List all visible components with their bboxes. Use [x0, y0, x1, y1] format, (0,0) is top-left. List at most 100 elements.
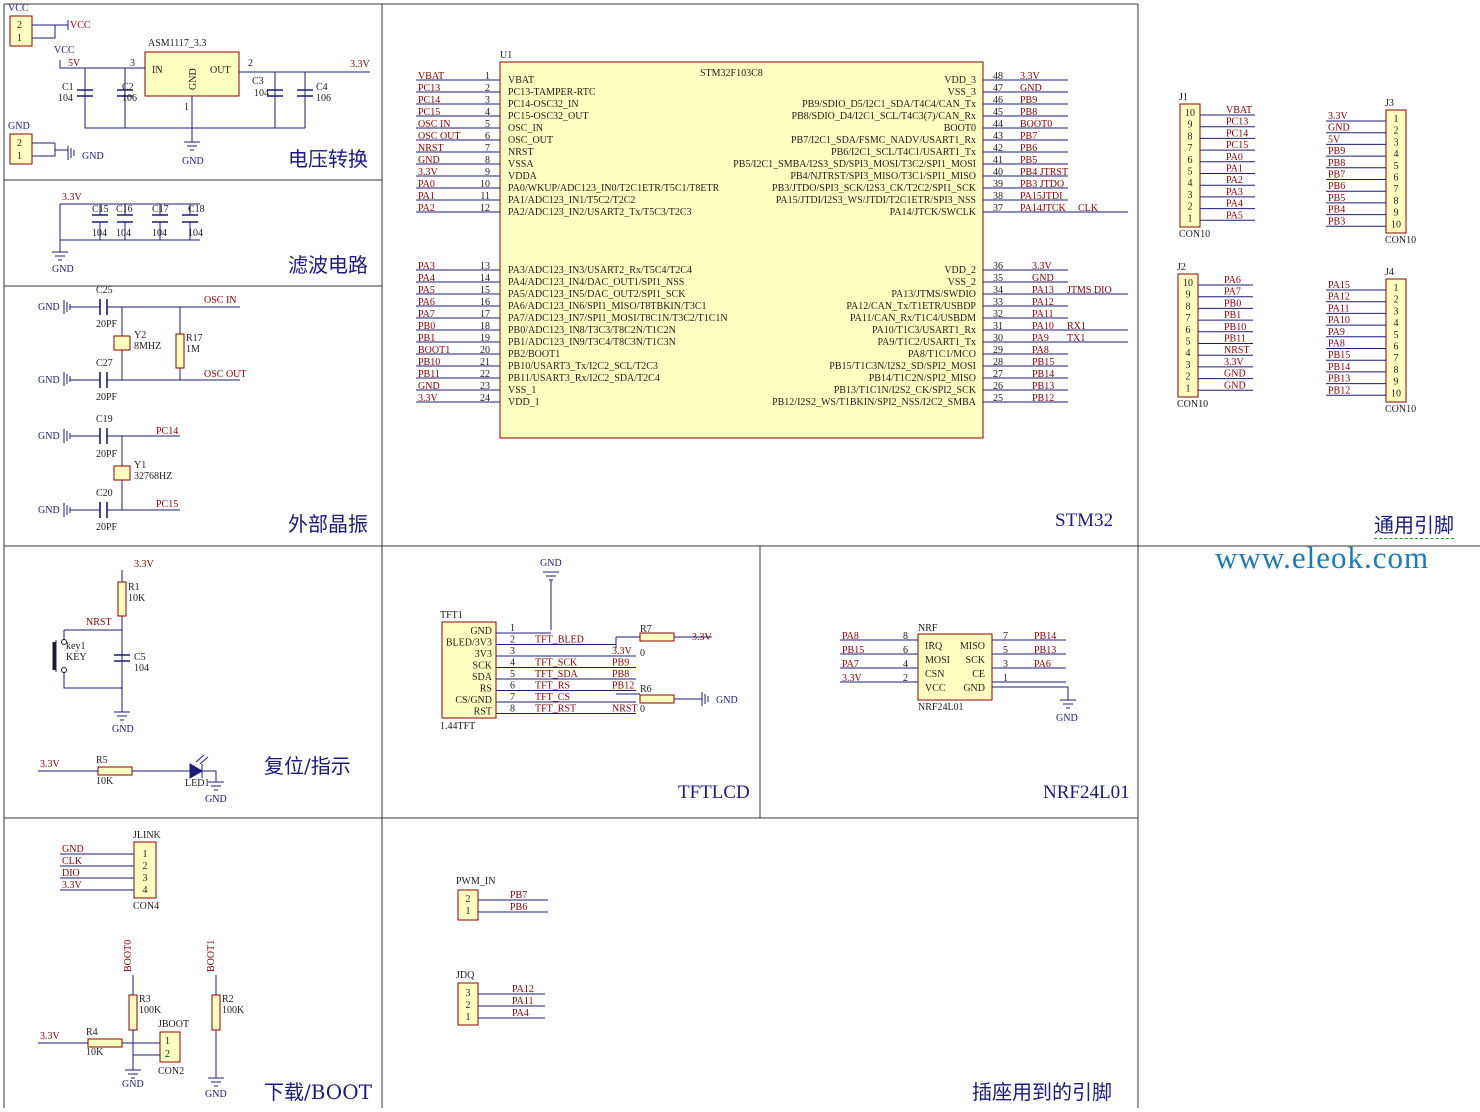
tft-net-7: TFT_CS [535, 692, 570, 703]
c17-ref: C17 [152, 204, 169, 215]
c3-ref: C3 [252, 76, 264, 87]
mcu-pin-number-46: 46 [993, 95, 1003, 106]
mcu-pin-function-39: PB3/JTDO/SPI3_SCK/I2S3_CK/T2C2/SPI1_SCK [772, 183, 977, 194]
svg-text:1: 1 [17, 151, 22, 162]
j2-pin-10: 10 [1183, 278, 1193, 289]
jlink-pin-4: 4 [143, 885, 148, 896]
power-out-label: 3.3V [350, 59, 371, 70]
j4-pin-10: 10 [1391, 388, 1401, 399]
mcu-net-43: PB7 [1020, 131, 1037, 142]
mcu-pin-number-1: 1 [485, 71, 490, 82]
panel-title-boot: 下载/BOOT [264, 1080, 372, 1104]
mcu-net-13: PA3 [418, 261, 435, 272]
j1-net-6: PA1 [1226, 164, 1243, 175]
regulator-part: ASM1117_3.3 [148, 38, 206, 49]
tft-pin-number-5: 5 [510, 669, 515, 680]
mcu-pin-function-22: PB11/USART3_Rx/I2C2_SDA/T2C4 [508, 373, 660, 384]
mcu-pin-number-26: 26 [993, 381, 1003, 392]
mcu-pin-function-42: PB6/I2C1_SCL/T4C1/USART1_Tx [831, 147, 976, 158]
j1-pin-1: 1 [1188, 213, 1193, 224]
header-j4: J4CON101PA152PA123PA114PA105PA96PA87PB15… [1326, 267, 1416, 415]
mcu-pin-number-32: 32 [993, 309, 1003, 320]
c16-value: 104 [116, 228, 131, 239]
tft-pin-number-1: 1 [510, 623, 515, 634]
mcu-pin-function-40: PB4/NJTRST/SPI3_MISO/T3C1/SPI1_MISO [790, 171, 976, 182]
nrf-pin-number-7: 7 [1003, 631, 1008, 642]
mcu-pin-function-7: NRST [508, 147, 534, 158]
j4-net-3: PA11 [1328, 303, 1350, 314]
y2-ref: Y2 [134, 330, 146, 341]
mcu-net-33: PA12 [1032, 297, 1054, 308]
j2-pin-7: 7 [1186, 313, 1191, 324]
jlink-pin-2: 2 [143, 861, 148, 872]
pwm-body [457, 889, 479, 921]
mcu-net-27: PB14 [1032, 369, 1054, 380]
pwm-pin-1: 1 [466, 906, 471, 917]
jlink-pin-3: 3 [143, 873, 148, 884]
boot0-label: BOOT0 [123, 940, 134, 972]
v5-label: 5V [68, 58, 81, 69]
nrf-pin-name-3: CE [972, 669, 985, 680]
c17-value: 104 [152, 228, 167, 239]
mcu-net-22: PB11 [418, 369, 440, 380]
mcu-pin-number-20: 20 [480, 345, 490, 356]
mcu-pin-function-34: PA13/JTMS/SWDIO [891, 289, 976, 300]
r4-value: 10K [86, 1047, 104, 1058]
j3-pin-3: 3 [1394, 137, 1399, 148]
j3-net-9: PB4 [1328, 205, 1345, 216]
mcu-pin-number-19: 19 [480, 333, 490, 344]
boot-gnd2-label: GND [205, 1089, 227, 1100]
j1-pin-3: 3 [1188, 190, 1193, 201]
mcu-pin-number-34: 34 [993, 285, 1003, 296]
nrf-gnd-label: GND [1056, 713, 1078, 724]
vcc2-label: VCC [54, 45, 75, 56]
mcu-pin-number-15: 15 [480, 285, 490, 296]
j2-part: CON10 [1177, 399, 1208, 410]
mcu-pin-function-36: VDD_2 [944, 265, 976, 276]
j4-net-10: PB12 [1328, 385, 1350, 396]
mcu-pin-function-6: OSC_OUT [508, 135, 553, 146]
mcu-pin-function-17: PA7/ADC123_IN7/SPI1_MOSI/T8C1N/T3C2/T1C1… [508, 313, 728, 324]
mcu-net-11: PA1 [418, 191, 435, 202]
tft-pin-name-2: BLED/3V3 [446, 638, 492, 649]
mcu-pin-function-10: PA0/WKUP/ADC123_IN0/T2C1ETR/T5C1/T8ETR [508, 183, 720, 194]
nrf-pin-number-3: 3 [1003, 659, 1008, 670]
nrf-pin-name-7: MISO [960, 641, 985, 652]
reg-pin3: 3 [130, 58, 135, 69]
tft-rnet-5: PB8 [612, 669, 629, 680]
r7-value: 0 [640, 648, 645, 659]
j4-pin-4: 4 [1394, 318, 1399, 329]
mcu-net-45: PB8 [1020, 107, 1037, 118]
mcu-pin-function-32: PA11/CAN_Rx/T1C4/USBDM [850, 313, 976, 324]
r17-value: 1M [186, 344, 200, 355]
mcu-pin-function-43: PB7/I2C1_SDA/FSMC_NADV/USART1_Rx [791, 135, 976, 146]
mcu-pin-function-18: PB0/ADC123_IN8/T3C3/T8C2N/T1C2N [508, 325, 676, 336]
gnd-port-label: GND [82, 151, 104, 162]
j3-net-4: PB9 [1328, 146, 1345, 157]
mcu-pin-function-16: PA6/ADC123_IN6/SPI1_MISO/T8TBKIN/T3C1 [508, 301, 707, 312]
mcu-net-14: PA4 [418, 273, 435, 284]
tft-pin-number-7: 7 [510, 692, 515, 703]
tft-body [441, 621, 497, 719]
reg-gnd-pin: GND [188, 68, 199, 90]
j4-pin-5: 5 [1394, 330, 1399, 341]
c15-value: 104 [92, 228, 107, 239]
gnd-label: GND [38, 431, 60, 442]
mcu-pin-number-35: 35 [993, 273, 1003, 284]
panel-title-reset: 复位/指示 [264, 754, 351, 778]
mcu-net-32: PA11 [1032, 309, 1054, 320]
reg-out-pin: OUT [210, 65, 231, 76]
led-gnd-label: GND [205, 794, 227, 805]
j1-pin-9: 9 [1188, 120, 1193, 131]
j4-pin-8: 8 [1394, 365, 1399, 376]
nrf-net-6: PB15 [842, 645, 864, 656]
nrf-pin-number-2: 2 [903, 673, 908, 684]
j3-pin-6: 6 [1394, 173, 1399, 184]
